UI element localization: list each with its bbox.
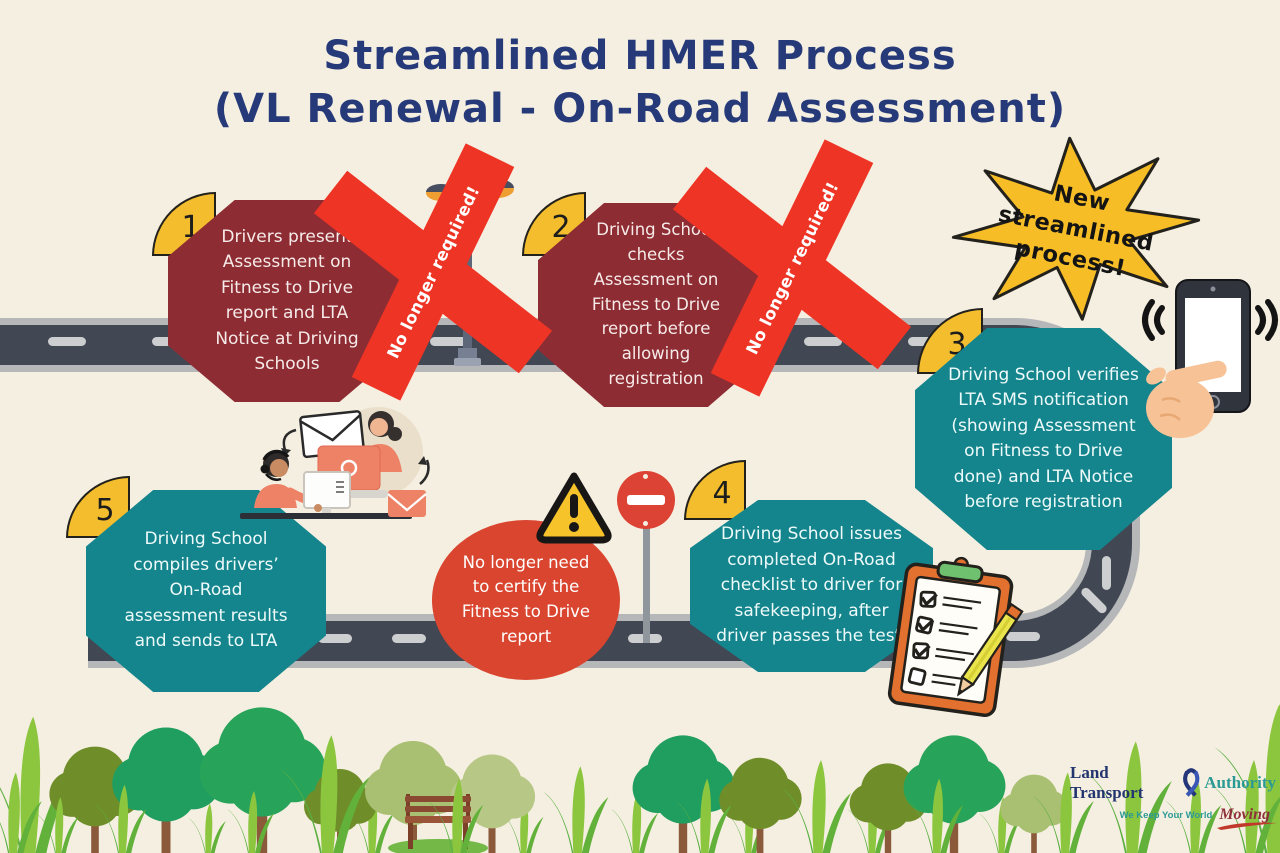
road-dash [48, 337, 86, 346]
step-4-card: Driving School issues completed On-Road … [690, 500, 933, 672]
lta-tagline-text: We Keep Your World [1119, 809, 1213, 821]
lta-logo-authority: Authority [1204, 773, 1276, 792]
park-scenery [0, 678, 1280, 853]
road-end-mask [0, 605, 88, 675]
notice-text: No longer need to certify the Fitness to… [461, 552, 591, 646]
road-dash [804, 337, 842, 346]
notice-bubble: No longer need to certify the Fitness to… [432, 520, 620, 680]
lta-swoosh-icon [1217, 822, 1278, 830]
no-entry-bar [627, 495, 665, 505]
step-5-number: 5 [95, 492, 115, 528]
title-line-1: Streamlined HMER Process [323, 33, 957, 79]
road-dash [318, 634, 352, 643]
lta-logo-tagline: We Keep Your World Moving [1070, 806, 1278, 830]
sign-mount-dot [643, 474, 648, 479]
checklist-clipboard-icon [887, 556, 1024, 717]
step-2-text: Driving School checks Assessment on Fitn… [591, 220, 721, 388]
lta-logo-land-transport: Land Transport [1070, 763, 1144, 802]
starburst-shape [951, 136, 1201, 321]
warning-triangle-icon [536, 472, 612, 544]
step-3-card: Driving School verifies LTA SMS notifica… [915, 328, 1172, 550]
road-dash [1006, 632, 1040, 641]
lta-tagline-moving: Moving [1219, 806, 1270, 823]
step-5-card: Driving School compiles drivers’ On-Road… [86, 490, 326, 692]
lta-ribbon-icon [1182, 768, 1200, 797]
step-5-badge: 5 [66, 476, 130, 538]
lta-tagline-moving-wrap: Moving [1217, 806, 1278, 830]
step-4-number: 4 [712, 475, 732, 511]
road-dash [430, 337, 468, 346]
step-3-text: Driving School verifies LTA SMS notifica… [948, 364, 1139, 513]
step-2-number: 2 [551, 209, 571, 245]
lta-logo-name: Land Transport Authority [1070, 763, 1276, 803]
page-title: Streamlined HMER Process (VL Renewal - O… [0, 30, 1280, 136]
road-dash [1102, 556, 1111, 590]
sign-mount-dot [643, 521, 648, 526]
phone-in-hand-icon [1142, 279, 1278, 438]
step-5-text: Driving School compiles drivers’ On-Road… [124, 529, 288, 652]
new-process-starburst: New streamlined process! [945, 133, 1207, 325]
step-1-text: Drivers present Assessment on Fitness to… [215, 226, 359, 375]
step-4-text: Driving School issues completed On-Road … [716, 524, 907, 647]
road-dash [392, 634, 426, 643]
no-entry-sign-icon [617, 471, 675, 529]
driving-school-staff-illustration [240, 407, 430, 519]
lta-logo: Land Transport Authority We Keep Your Wo… [1070, 763, 1278, 830]
no-entry-sign-pole [643, 528, 650, 643]
title-line-2: (VL Renewal - On-Road Assessment) [213, 85, 1067, 132]
